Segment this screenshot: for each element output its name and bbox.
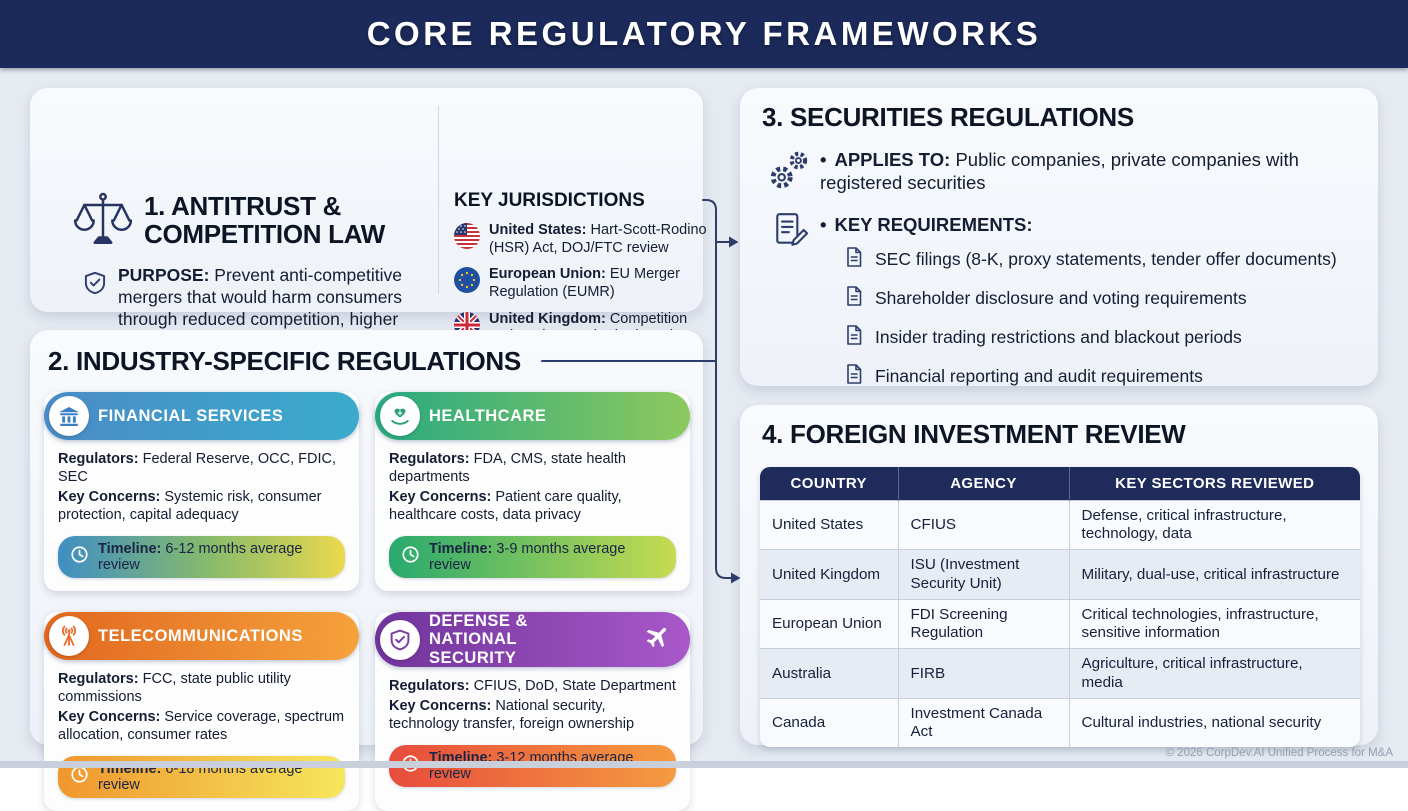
- card-title: HEALTHCARE: [429, 406, 547, 425]
- regulators-line: Regulators: CFIUS, DoD, State Department: [389, 678, 676, 695]
- key-requirements-label: •KEY REQUIREMENTS:: [820, 214, 1033, 235]
- table-header-row: COUNTRY AGENCY KEY SECTORS REVIEWED: [760, 467, 1360, 501]
- vertical-divider: [438, 106, 439, 294]
- table-row: United Kingdom ISU (Investment Security …: [760, 549, 1360, 600]
- securities-title: 3. SECURITIES REGULATIONS: [762, 102, 1134, 132]
- shield-check-icon: [380, 619, 420, 660]
- applies-to-label: APPLIES TO:: [834, 149, 951, 170]
- scales-icon: [72, 190, 134, 257]
- financial-services-header: FINANCIAL SERVICES: [44, 392, 359, 440]
- heart-hand-icon: [380, 396, 420, 436]
- gears-icon: [766, 148, 812, 199]
- industry-cards-grid: FINANCIAL SERVICES Regulators: Federal R…: [44, 392, 690, 811]
- purpose-label: PURPOSE:: [118, 265, 210, 285]
- clock-icon: [70, 765, 89, 789]
- defense-national-security-card: DEFENSE & NATIONAL SECURITY Regulators: …: [375, 611, 690, 811]
- telecommunications-card: TELECOMMUNICATIONS Regulators: FCC, stat…: [44, 611, 359, 811]
- us-flag-icon: [454, 223, 480, 254]
- telecommunications-header: TELECOMMUNICATIONS: [44, 611, 359, 660]
- clock-icon: [70, 545, 89, 569]
- table-row: Canada Investment Canada Act Cultural in…: [760, 697, 1360, 748]
- requirement-item: SEC filings (8-K, proxy statements, tend…: [844, 246, 1364, 273]
- healthcare-card: HEALTHCARE Regulators: FDA, CMS, state h…: [375, 392, 690, 591]
- requirement-item: Insider trading restrictions and blackou…: [844, 324, 1364, 351]
- antitrust-section: 1. ANTITRUST & COMPETITION LAW PURPOSE: …: [30, 88, 707, 389]
- table-row: European Union FDI Screening Regulation …: [760, 598, 1360, 649]
- key-jurisdictions-heading: KEY JURISDICTIONS: [454, 190, 645, 211]
- table-row: Australia FIRB Agriculture, critical inf…: [760, 648, 1360, 699]
- concerns-line: Key Concerns: Patient care quality, heal…: [389, 488, 622, 523]
- page-title: CORE REGULATORY FRAMEWORKS: [366, 15, 1042, 52]
- document-icon: [844, 324, 864, 351]
- page-header: CORE REGULATORY FRAMEWORKS: [0, 0, 1408, 68]
- defense-header: DEFENSE & NATIONAL SECURITY: [375, 611, 690, 668]
- document-icon: [844, 246, 864, 273]
- bank-icon: [49, 396, 89, 436]
- industry-regulations-title: 2. INDUSTRY-SPECIFIC REGULATIONS: [48, 346, 521, 376]
- column-header: KEY SECTORS REVIEWED: [1068, 467, 1360, 501]
- copyright-text: © 2026 CorpDev.AI Unified Process for M&…: [1165, 747, 1394, 759]
- column-header: COUNTRY: [760, 467, 898, 501]
- document-icon: [844, 363, 864, 390]
- clock-icon: [401, 545, 420, 569]
- foreign-investment-section: 4. FOREIGN INVESTMENT REVIEW COUNTRY AGE…: [740, 405, 1378, 748]
- requirements-list: SEC filings (8-K, proxy statements, tend…: [844, 246, 1364, 402]
- foreign-investment-table: COUNTRY AGENCY KEY SECTORS REVIEWED Unit…: [760, 467, 1360, 748]
- regulators-line: Regulators: FDA, CMS, state health depar…: [389, 451, 626, 485]
- antitrust-title: 1. ANTITRUST & COMPETITION LAW: [144, 191, 386, 250]
- applies-to-text: •APPLIES TO: Public companies, private c…: [820, 149, 1299, 194]
- antenna-icon: [49, 615, 89, 656]
- eu-flag-icon: [454, 267, 480, 298]
- concerns-line: Key Concerns: Service coverage, spectrum…: [58, 708, 345, 743]
- card-title: TELECOMMUNICATIONS: [98, 626, 303, 645]
- foreign-investment-title: 4. FOREIGN INVESTMENT REVIEW: [762, 419, 1186, 449]
- concerns-line: Key Concerns: National security, technol…: [389, 698, 635, 733]
- table-row: United States CFIUS Defense, critical in…: [760, 499, 1360, 550]
- regulators-line: Regulators: FCC, state public utility co…: [58, 670, 291, 705]
- healthcare-header: HEALTHCARE: [375, 392, 690, 440]
- memo-pencil-icon: [772, 210, 810, 253]
- regulators-line: Regulators: Federal Reserve, OCC, FDIC, …: [58, 451, 336, 485]
- industry-regulations-section: 2. INDUSTRY-SPECIFIC REGULATIONS: [30, 330, 703, 811]
- timeline-badge: Timeline: 6-12 months average review: [58, 535, 345, 578]
- jurisdiction-item: European Union: EU Merger Regulation (EU…: [454, 266, 716, 301]
- financial-services-card: FINANCIAL SERVICES Regulators: Federal R…: [44, 392, 359, 591]
- concerns-line: Key Concerns: Systemic risk, consumer pr…: [58, 488, 322, 523]
- fighter-jet-icon: [642, 622, 672, 657]
- securities-regulations-section: 3. SECURITIES REGULATIONS •APPLIES TO: P…: [740, 88, 1378, 386]
- card-title: DEFENSE & NATIONAL SECURITY: [429, 611, 528, 667]
- document-icon: [844, 285, 864, 312]
- shield-check-icon: [82, 270, 108, 301]
- bottom-strip: [0, 761, 1408, 768]
- timeline-badge: Timeline: 3-9 months average review: [389, 535, 676, 578]
- jurisdiction-item: United States: Hart-Scott-Rodino (HSR) A…: [454, 222, 716, 257]
- card-title: FINANCIAL SERVICES: [98, 406, 284, 425]
- column-header: AGENCY: [897, 467, 1069, 501]
- requirement-item: Shareholder disclosure and voting requir…: [844, 285, 1364, 312]
- requirement-item: Financial reporting and audit requiremen…: [844, 363, 1364, 390]
